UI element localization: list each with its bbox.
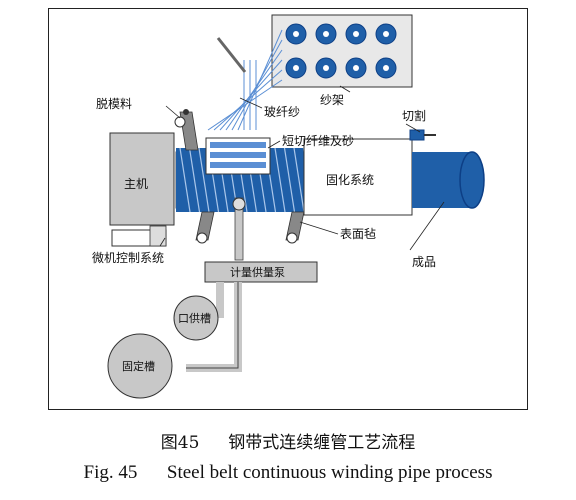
spool-core: [353, 31, 359, 37]
control-keypad-icon: [149, 225, 167, 247]
supply-tank: [173, 295, 219, 341]
feed-pipe: [232, 197, 246, 261]
chopped-fiber-sand-label: 短切纤维及砂: [282, 134, 354, 148]
surface-mat-roller-right: [285, 211, 305, 244]
spool-core: [293, 31, 299, 37]
winding-stripe: [198, 147, 210, 213]
yarn-guide-bar: [216, 37, 247, 73]
winding-stripe: [188, 147, 201, 213]
caption-en-title: Steel belt continuous winding pipe proce…: [166, 462, 493, 483]
spool-core: [383, 31, 389, 37]
main-machine-label: 主机: [124, 177, 148, 191]
spool-core: [353, 65, 359, 71]
winding-stripe: [274, 147, 286, 213]
caption-zh-title: 钢带式连续缠管工艺流程: [228, 433, 416, 453]
tank-piping: [186, 282, 242, 372]
curing-system-box: [303, 138, 413, 216]
metering-pump-label: 计量供量泵: [230, 265, 285, 279]
fixed-tank: [107, 333, 173, 399]
cutting-saw: [409, 129, 436, 141]
spool-core: [323, 65, 329, 71]
glass-yarn-label: 玻纤纱: [264, 105, 300, 119]
caption-zh-number: 图45: [160, 433, 200, 453]
release-agent-label: 脱模料: [96, 96, 132, 111]
finished-product-label: 成品: [412, 255, 436, 269]
chopped-fiber-feeder: [205, 137, 271, 175]
creel-label: 纱架: [320, 93, 344, 107]
supply-tank-label: 口供槽: [178, 311, 211, 325]
spool-core: [323, 31, 329, 37]
spool-core: [293, 65, 299, 71]
metering-pump-box: [204, 261, 318, 283]
fixed-tank-label: 固定槽: [122, 359, 155, 373]
leader-lines: [159, 85, 445, 251]
caption-en-number: Fig. 45: [83, 462, 138, 483]
release-agent-roller: [174, 109, 199, 151]
winding-stripe: [283, 147, 296, 213]
curing-system-label: 固化系统: [326, 173, 374, 187]
microcomputer-control-label: 微机控制系统: [92, 251, 164, 265]
cutting-label: 切割: [402, 108, 426, 123]
caption-zh: 图45 钢带式连续缠管工艺流程: [0, 428, 576, 453]
surface-mat-roller-left: [195, 211, 215, 244]
surface-mat-label: 表面毡: [340, 227, 376, 241]
creel: [271, 14, 413, 88]
winding-stripe: [293, 147, 305, 213]
main-machine-box: [109, 132, 175, 226]
finished-pipe: [412, 151, 485, 209]
caption-en: Fig. 45 Steel belt continuous winding pi…: [0, 462, 576, 484]
spool-core: [383, 65, 389, 71]
winding-stripe: [179, 147, 191, 213]
creel-spools: [285, 23, 397, 79]
